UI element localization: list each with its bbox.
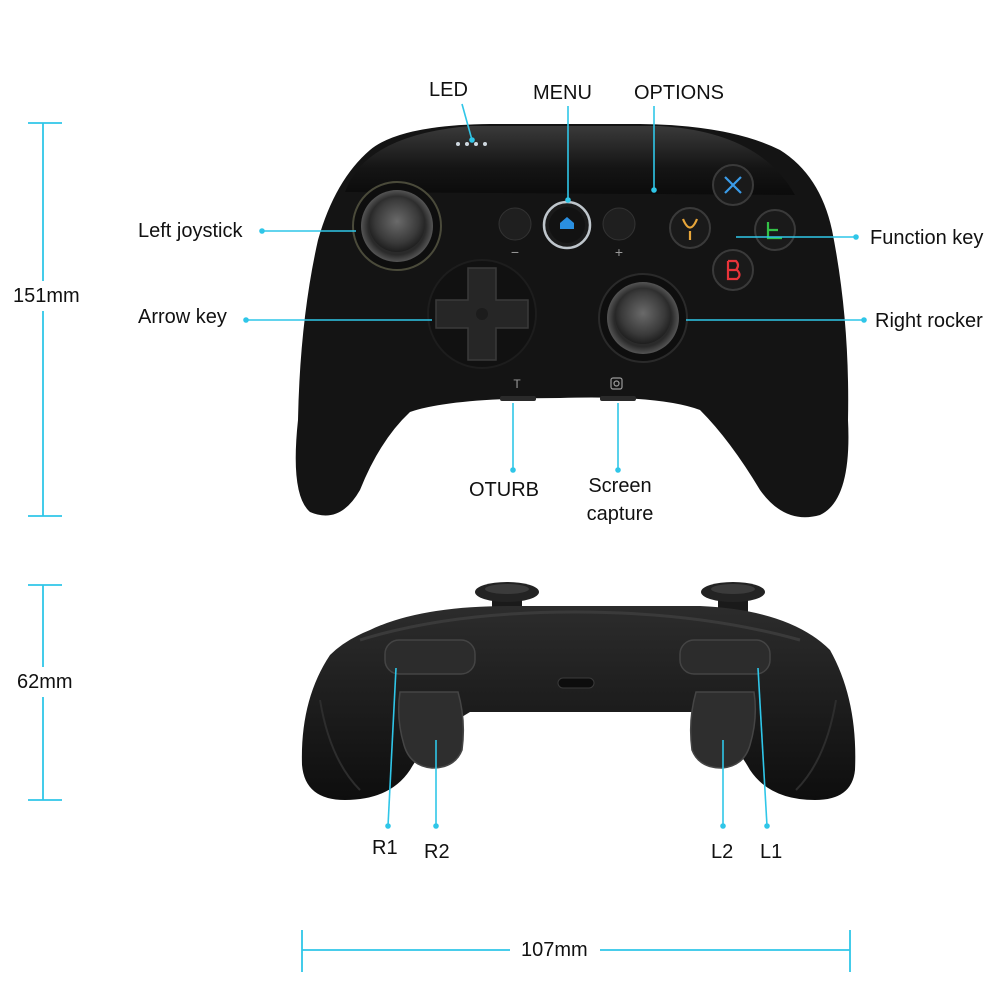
label-r1: R1 bbox=[372, 837, 398, 859]
turbo-button[interactable] bbox=[500, 396, 536, 401]
l1-bumper[interactable] bbox=[679, 639, 771, 675]
label-right-rocker: Right rocker bbox=[875, 310, 983, 332]
back-view-controller bbox=[301, 582, 856, 800]
label-function-key: Function key bbox=[870, 227, 984, 249]
label-l2: L2 bbox=[711, 841, 734, 863]
dimension-label-width: 107mm bbox=[521, 939, 588, 961]
minus-icon: − bbox=[511, 244, 519, 260]
l2-trigger[interactable] bbox=[689, 691, 757, 769]
left-joystick[interactable] bbox=[352, 181, 442, 271]
plus-icon: + bbox=[615, 244, 623, 260]
turbo-icon: T bbox=[513, 377, 521, 391]
face-buttons bbox=[669, 164, 796, 291]
dimension-width bbox=[301, 930, 851, 972]
label-menu: MENU bbox=[533, 82, 592, 104]
dimension-depth-back bbox=[28, 584, 62, 801]
label-r2: R2 bbox=[424, 841, 450, 863]
dimension-label-depth: 62mm bbox=[17, 671, 73, 693]
dimension-height-front bbox=[28, 122, 62, 517]
menu-button[interactable] bbox=[542, 200, 592, 250]
r2-trigger[interactable] bbox=[397, 691, 465, 769]
label-led: LED bbox=[429, 79, 468, 101]
minus-button[interactable]: − bbox=[498, 207, 532, 260]
charging-port bbox=[557, 677, 595, 689]
camera-icon bbox=[610, 377, 623, 390]
label-arrow-key: Arrow key bbox=[138, 306, 227, 328]
home-icon bbox=[560, 217, 574, 229]
right-rocker[interactable] bbox=[598, 273, 688, 363]
label-screen-capture: Screen capture bbox=[586, 475, 654, 525]
button-b[interactable] bbox=[712, 249, 754, 291]
screen-capture-button[interactable] bbox=[600, 396, 636, 401]
leader-lines bbox=[243, 103, 867, 829]
label-left-joystick: Left joystick bbox=[138, 220, 243, 242]
back-body bbox=[301, 606, 856, 800]
dimension-label-height: 151mm bbox=[13, 285, 80, 307]
button-x[interactable] bbox=[712, 164, 754, 206]
label-oturb: OTURB bbox=[469, 479, 539, 501]
plus-button[interactable]: + bbox=[602, 207, 636, 260]
button-a[interactable] bbox=[754, 209, 796, 251]
r1-bumper[interactable] bbox=[384, 639, 476, 675]
button-y[interactable] bbox=[669, 207, 711, 249]
arrow-key-dpad[interactable] bbox=[427, 259, 537, 369]
front-view-controller: − + bbox=[295, 124, 849, 518]
led-indicator bbox=[456, 142, 487, 146]
label-l1: L1 bbox=[760, 841, 783, 863]
label-options: OPTIONS bbox=[634, 82, 725, 104]
